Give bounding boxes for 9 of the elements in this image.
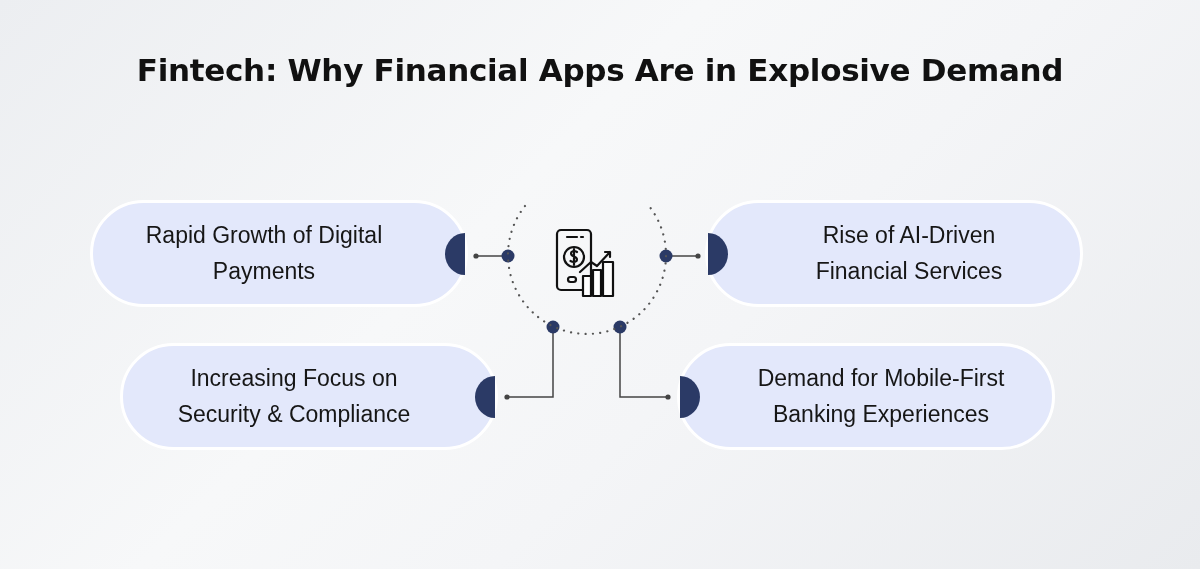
connector-line [504, 320, 560, 400]
topic-text: Increasing Focus on Security & Compliance [176, 363, 412, 429]
connector-line [659, 249, 701, 263]
connector-line [473, 249, 515, 263]
title: Fintech: Why Financial Apps Are in Explosive Demand [135, 52, 1065, 88]
topic-text: Rapid Growth of Digital Payments [144, 220, 384, 286]
topic-text: Rise of AI-Driven Financial Services [814, 220, 1004, 286]
connector-line [613, 320, 671, 400]
topic-text: Demand for Mobile-First Banking Experiences [756, 363, 1006, 429]
